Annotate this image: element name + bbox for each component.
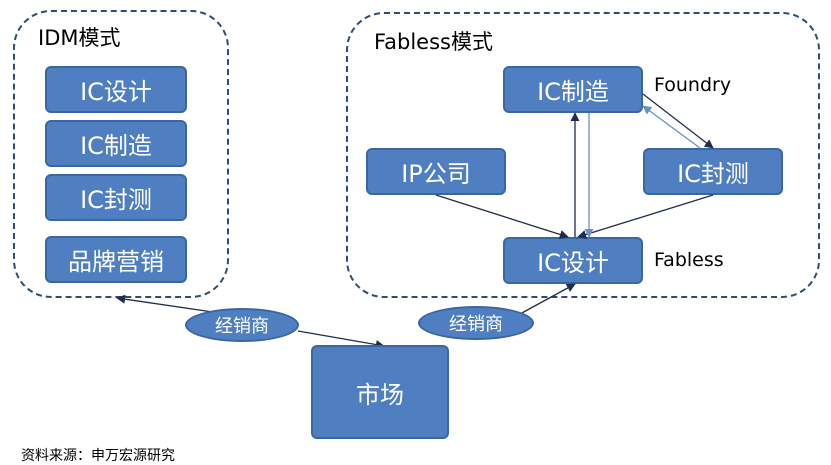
fabless-ic-manufacture-box: IC制造 — [503, 66, 643, 113]
arrow-ip-to-design — [435, 194, 569, 239]
fabless-ic-design-box: IC设计 — [503, 237, 643, 284]
distributor-oval-right: 经销商 — [418, 306, 534, 340]
idm-brand-marketing-box: 品牌营销 — [45, 236, 187, 283]
ip-company-box: IP公司 — [366, 148, 506, 195]
arrow-packaging-to-manufacture — [642, 105, 701, 149]
source-note: 资料来源：申万宏源研究 — [21, 448, 175, 464]
market-box: 市场 — [311, 345, 449, 439]
arrow-manufacture-to-packaging — [642, 93, 714, 149]
idm-ic-packaging-box: IC封测 — [45, 174, 187, 221]
arrow-packaging-to-design — [577, 194, 714, 239]
distributor-oval-left: 经销商 — [185, 308, 299, 342]
idm-title: IDM模式 — [38, 26, 121, 50]
arrow-distributor-to-market-left — [297, 330, 385, 350]
fabless-title: Fabless模式 — [374, 30, 493, 54]
fabless-label: Fabless — [654, 249, 724, 271]
fabless-group — [346, 12, 820, 298]
foundry-label: Foundry — [654, 74, 732, 96]
arrow-distributor-to-fabless-design — [519, 283, 576, 315]
idm-ic-design-box: IC设计 — [45, 66, 187, 113]
idm-ic-manufacture-box: IC制造 — [45, 120, 187, 167]
fabless-ic-packaging-box: IC封测 — [643, 148, 783, 195]
